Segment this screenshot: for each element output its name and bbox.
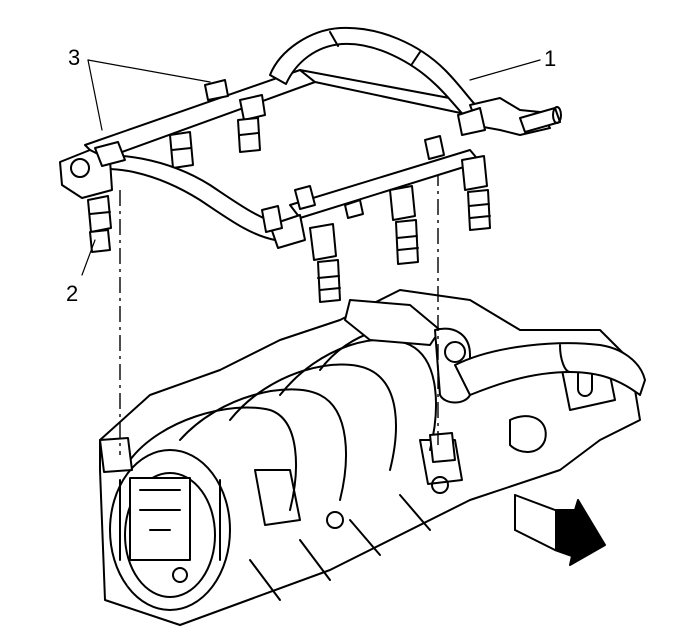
fuel-feed-pipe [269,26,562,136]
fuel-rail-left-fitting [59,141,126,253]
callout-1-label: 1 [544,46,556,71]
callout-3-label: 3 [68,45,80,70]
alignment-lines [119,170,439,455]
fuel-rail-rear [84,69,471,169]
fuel-rail-front [289,135,491,303]
intake-manifold [99,289,646,626]
fuel-crossover-pipe [69,154,306,249]
callout-leaders [81,59,541,276]
callout-2-label: 2 [66,281,78,306]
direction-arrow-icon [514,494,606,566]
